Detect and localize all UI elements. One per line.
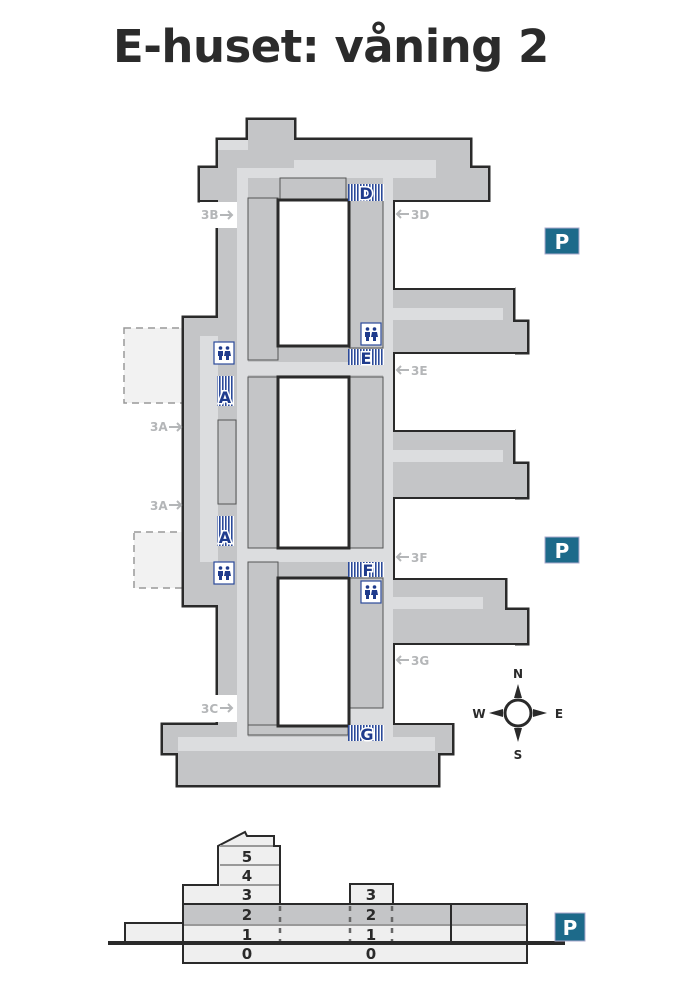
stairwell-e: E bbox=[348, 348, 384, 370]
svg-text:S: S bbox=[514, 748, 523, 762]
svg-text:A: A bbox=[219, 528, 232, 547]
stairwell-f: F bbox=[348, 560, 384, 582]
arrow-left-icon bbox=[395, 552, 409, 562]
arrow-right-icon bbox=[220, 703, 234, 713]
svg-text:F: F bbox=[363, 561, 374, 580]
svg-text:N: N bbox=[513, 667, 523, 681]
annex-outline bbox=[123, 327, 185, 404]
stairwell-d: D bbox=[348, 183, 384, 205]
svg-text:2: 2 bbox=[366, 906, 376, 924]
entrance-3a: 3A bbox=[150, 420, 183, 434]
svg-text:4: 4 bbox=[242, 867, 252, 885]
entrance-3c: 3C bbox=[201, 702, 234, 716]
svg-text:3A: 3A bbox=[150, 499, 168, 513]
svg-text:3E: 3E bbox=[411, 364, 428, 378]
courtyards bbox=[276, 198, 351, 728]
svg-text:3F: 3F bbox=[411, 551, 428, 565]
entrance-3e: 3E bbox=[395, 364, 428, 378]
entrance-3d: 3D bbox=[395, 208, 429, 222]
svg-text:3B: 3B bbox=[201, 208, 219, 222]
svg-text:E: E bbox=[361, 349, 372, 368]
parking-sign: P bbox=[554, 912, 586, 942]
svg-text:3: 3 bbox=[366, 886, 376, 904]
svg-text:0: 0 bbox=[242, 945, 252, 963]
entrance-3f: 3F bbox=[395, 551, 428, 565]
corridors bbox=[178, 140, 503, 751]
svg-text:2: 2 bbox=[242, 906, 252, 924]
parking-sign: P bbox=[544, 227, 580, 255]
entrance-3g: 3G bbox=[395, 654, 429, 668]
svg-text:1: 1 bbox=[366, 926, 376, 944]
arrow-left-icon bbox=[395, 365, 409, 375]
svg-text:3D: 3D bbox=[411, 208, 429, 222]
svg-text:D: D bbox=[359, 184, 372, 203]
svg-text:3A: 3A bbox=[150, 420, 168, 434]
entrance-3b: 3B bbox=[201, 208, 234, 222]
svg-text:5: 5 bbox=[242, 848, 252, 866]
svg-text:1: 1 bbox=[242, 926, 252, 944]
svg-text:P: P bbox=[563, 916, 578, 940]
svg-text:E: E bbox=[555, 707, 563, 721]
svg-text:W: W bbox=[472, 707, 485, 721]
arrow-left-icon bbox=[395, 209, 409, 219]
arrow-right-icon bbox=[169, 500, 183, 510]
restroom-icon bbox=[213, 561, 235, 585]
svg-text:0: 0 bbox=[366, 945, 376, 963]
annex-outline bbox=[133, 531, 185, 589]
stairwell-a: A bbox=[217, 376, 234, 409]
svg-text:P: P bbox=[555, 539, 570, 563]
parking-sign: P bbox=[544, 536, 580, 564]
svg-text:3C: 3C bbox=[201, 702, 218, 716]
compass-rose-icon: N S W E bbox=[472, 667, 563, 762]
stairwell-a: A bbox=[217, 516, 234, 549]
svg-text:3: 3 bbox=[242, 886, 252, 904]
svg-text:G: G bbox=[360, 725, 373, 744]
building-section-diagram: 5 4 3 2 1 0 3 2 1 0 P bbox=[108, 830, 586, 964]
current-floor-highlight bbox=[184, 905, 526, 925]
svg-text:A: A bbox=[219, 388, 232, 407]
restroom-icon bbox=[360, 580, 382, 604]
arrow-left-icon bbox=[395, 655, 409, 665]
entrance-3a: 3A bbox=[150, 499, 183, 513]
stairwell-g: G bbox=[348, 724, 384, 746]
page-title: E-huset: våning 2 bbox=[113, 20, 549, 73]
restroom-icon bbox=[213, 341, 235, 365]
arrow-right-icon bbox=[169, 422, 183, 432]
restroom-icon bbox=[360, 322, 382, 346]
svg-text:3G: 3G bbox=[411, 654, 429, 668]
svg-text:P: P bbox=[555, 230, 570, 254]
arrow-right-icon bbox=[220, 210, 234, 220]
